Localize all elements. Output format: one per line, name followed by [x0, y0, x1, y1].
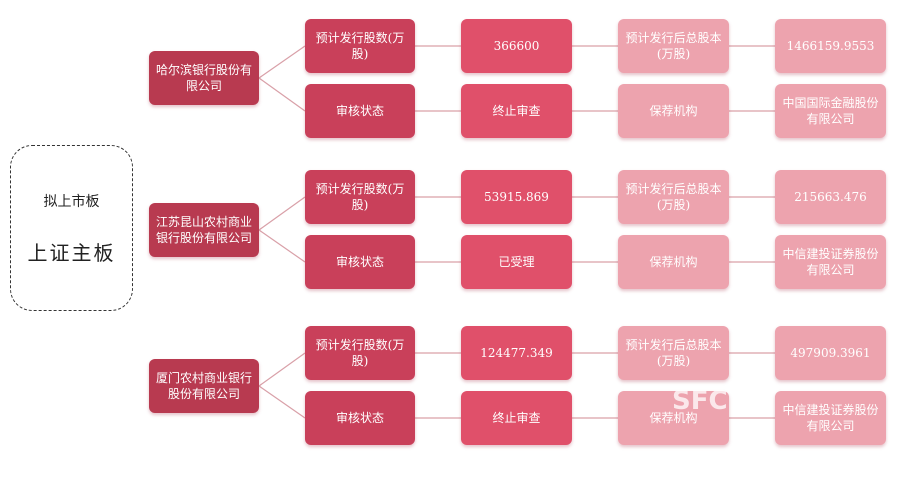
root-node: 拟上市板 上证主板 [10, 145, 133, 311]
total-value-node: 1466159.9553 [775, 19, 886, 73]
total-value-node: 497909.3961 [775, 326, 886, 380]
status-label-node: 审核状态 [305, 235, 415, 289]
status-label-node: 审核状态 [305, 391, 415, 445]
sponsor-label-node: 保荐机构 [618, 235, 729, 289]
total-value-node: 215663.476 [775, 170, 886, 224]
status-value-node: 终止审查 [461, 84, 572, 138]
shares-label-node: 预计发行股数(万股) [305, 170, 415, 224]
company-node: 江苏昆山农村商业银行股份有限公司 [149, 203, 259, 257]
connector-line [258, 77, 306, 112]
sponsor-label-node: 保荐机构 [618, 391, 729, 445]
board-name: 上证主板 [27, 240, 116, 265]
shares-label-node: 预计发行股数(万股) [305, 19, 415, 73]
connector-line [258, 352, 306, 387]
shares-value-node: 366600 [461, 19, 572, 73]
company-node: 哈尔滨银行股份有限公司 [149, 51, 259, 105]
shares-label-node: 预计发行股数(万股) [305, 326, 415, 380]
connector-line [258, 45, 306, 79]
shares-value-node: 53915.869 [461, 170, 572, 224]
sponsor-label-node: 保荐机构 [618, 84, 729, 138]
connector-line [258, 385, 306, 419]
connector-line [258, 229, 306, 263]
total-label-node: 预计发行后总股本(万股) [618, 170, 729, 224]
watermark-logo: SFC [672, 386, 728, 416]
sponsor-value-node: 中信建投证券股份有限公司 [775, 235, 886, 289]
shares-value-node: 124477.349 [461, 326, 572, 380]
connector-line [258, 196, 306, 231]
total-label-node: 预计发行后总股本(万股) [618, 326, 729, 380]
status-value-node: 终止审查 [461, 391, 572, 445]
sponsor-value-node: 中国国际金融股份有限公司 [775, 84, 886, 138]
company-node: 厦门农村商业银行股份有限公司 [149, 359, 259, 413]
status-label-node: 审核状态 [305, 84, 415, 138]
root-label: 拟上市板 [43, 193, 100, 210]
sponsor-value-node: 中信建投证券股份有限公司 [775, 391, 886, 445]
total-label-node: 预计发行后总股本(万股) [618, 19, 729, 73]
status-value-node: 已受理 [461, 235, 572, 289]
